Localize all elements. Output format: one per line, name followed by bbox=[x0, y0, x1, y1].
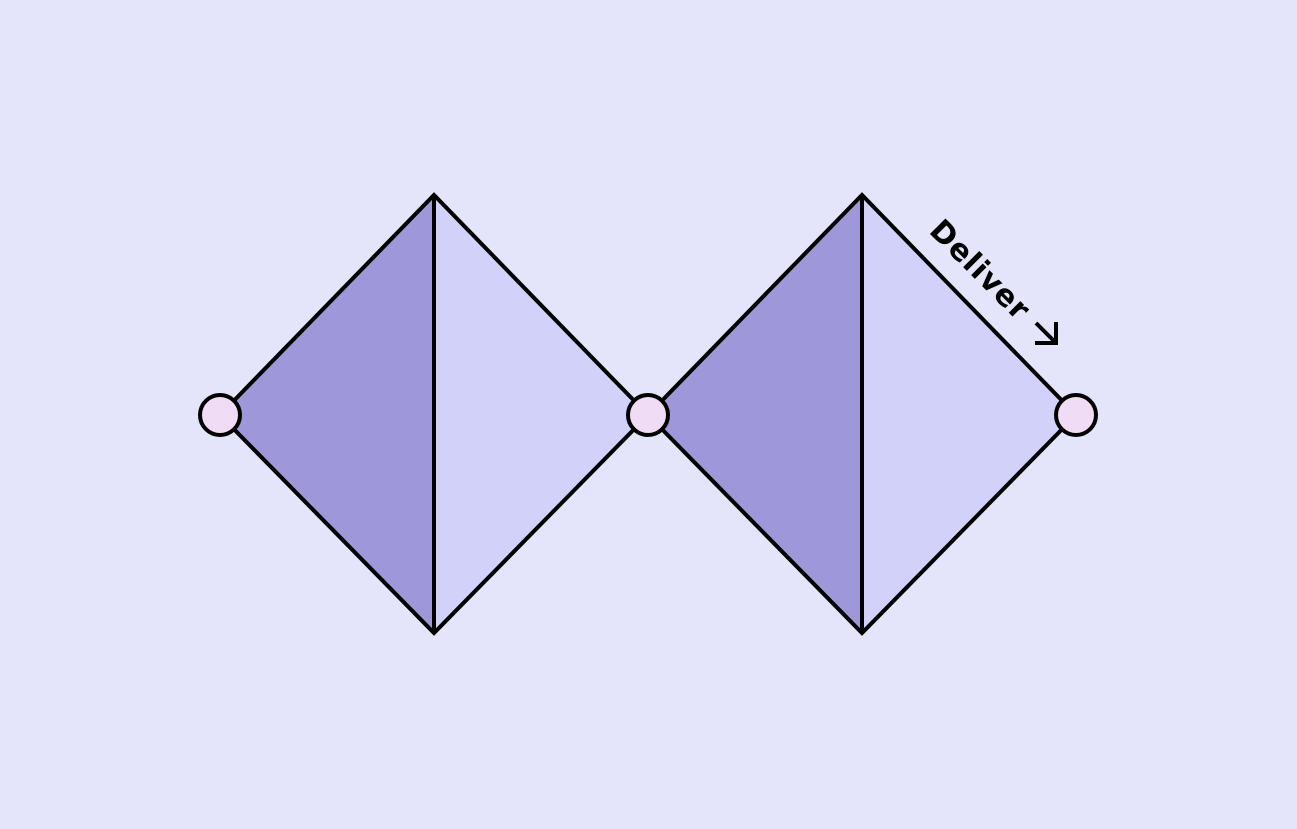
node-end bbox=[1054, 393, 1098, 437]
diamond-2-left-half bbox=[648, 195, 862, 633]
arrow-down-right-icon bbox=[1034, 321, 1058, 345]
diamond-2-right-half bbox=[862, 195, 1076, 633]
node-start bbox=[198, 393, 242, 437]
node-middle bbox=[626, 393, 670, 437]
diamond-1-right-half bbox=[434, 195, 648, 633]
diamond-2 bbox=[645, 192, 1079, 636]
diamond-1-left-half bbox=[220, 195, 434, 633]
